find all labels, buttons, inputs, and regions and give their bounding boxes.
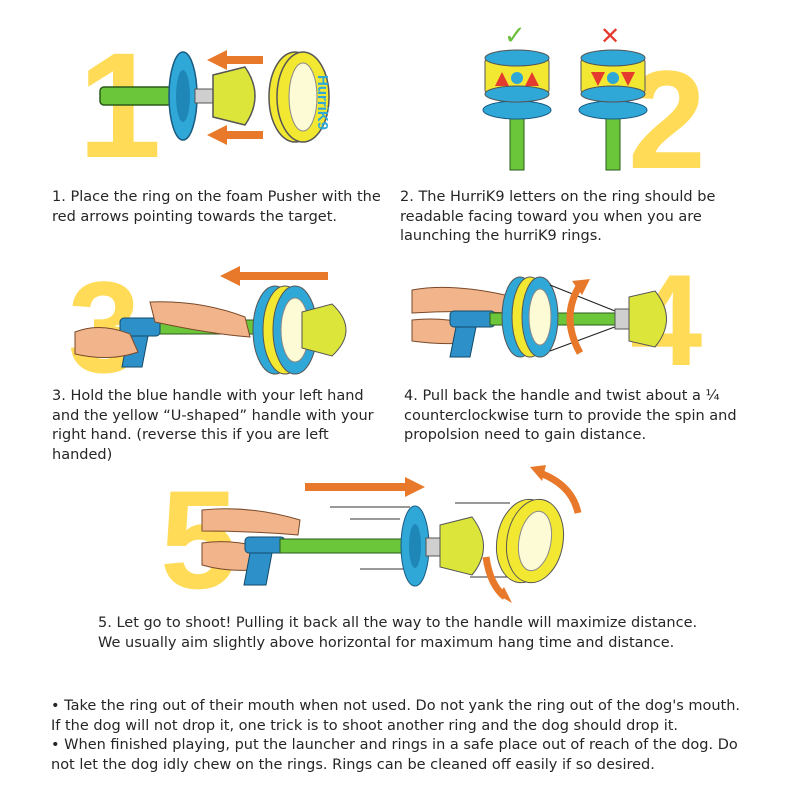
orange-arrow-icon <box>305 477 425 497</box>
step-3-illustration <box>74 266 347 375</box>
step-1-illustration: HurriK9 <box>99 50 331 145</box>
ring-brand-label: HurriK9 <box>314 75 331 130</box>
step-2-text: 2. The HurriK9 letters on the ring shoul… <box>400 189 716 244</box>
step-5-illustration <box>201 465 582 603</box>
cross-icon: ✕ <box>600 22 620 50</box>
orange-arrow-icon <box>220 266 328 286</box>
twist-arrow-icon <box>566 283 584 355</box>
step-number-5: 5 <box>160 461 238 618</box>
step-4-illustration <box>411 276 667 358</box>
checkmark-icon: ✓ <box>504 21 526 51</box>
note-item: • When finished playing, put the launche… <box>51 737 738 773</box>
step-5-text: 5. Let go to shoot! Pulling it back all … <box>98 615 698 651</box>
step-1-text: 1. Place the ring on the foam Pusher wit… <box>52 189 381 225</box>
note-item: • Take the ring out of their mouth when … <box>51 698 741 734</box>
twist-arrow-icon <box>538 469 582 514</box>
step-2-illustration: ✓ ✕ <box>482 21 648 171</box>
step-4-text: 4. Pull back the handle and twist about … <box>404 388 737 443</box>
step-3-text: 3. Hold the blue handle with your left h… <box>52 388 374 463</box>
care-notes: • Take the ring out of their mouth when … <box>51 697 741 775</box>
orange-arrow-icon <box>207 125 263 145</box>
orange-arrow-icon <box>207 50 263 70</box>
